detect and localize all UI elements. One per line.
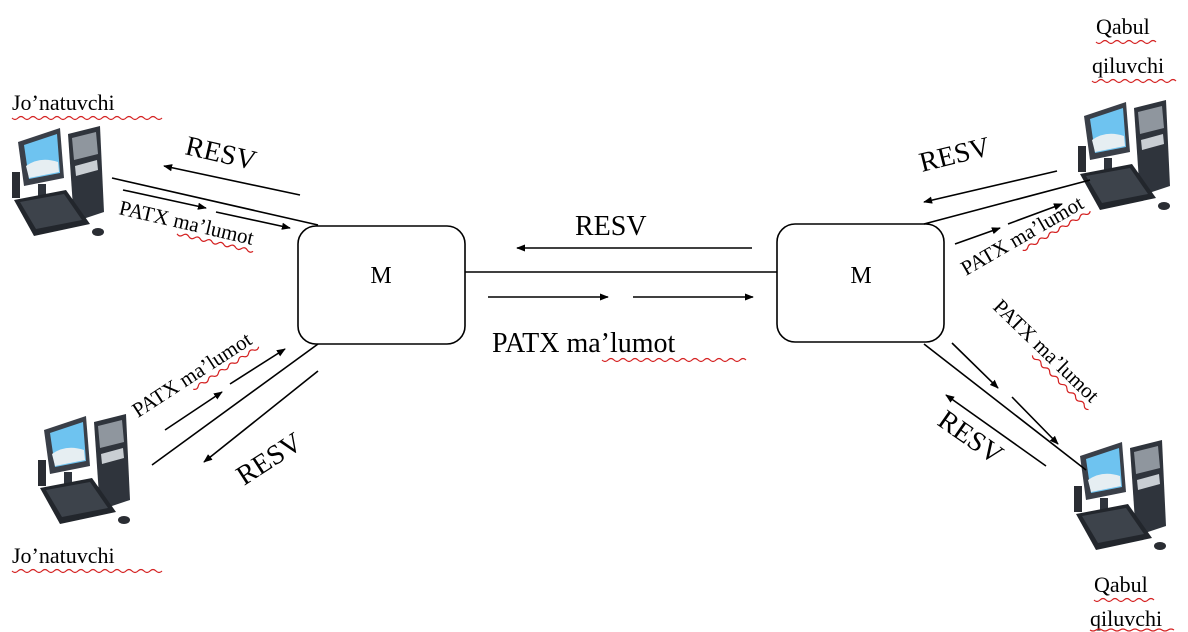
bottom-left-computer-icon — [38, 414, 130, 524]
bottom-right-data-label: PATX ma’lumot — [989, 294, 1105, 411]
bottom-right-receiver-label-line2: qiluvchi — [1090, 606, 1162, 631]
bottom-right-resv-label: RESV — [932, 404, 1008, 470]
bottom-right-resv-arrow — [945, 394, 1047, 467]
bottom-right-receiver-squiggle-1 — [1093, 597, 1155, 603]
bottom-left-link-line — [151, 343, 319, 466]
top-left-sender-label: Jo’natuvchi — [12, 90, 115, 115]
bottom-left-data-label: PATX ma’lumot — [128, 327, 260, 422]
top-left-resv-arrow — [163, 164, 301, 196]
top-left-link-line — [111, 177, 319, 226]
bottom-left-data-arrow-1 — [164, 391, 223, 431]
top-right-receiver-squiggle-1 — [1095, 39, 1157, 45]
bottom-left-sender-label: Jo’natuvchi — [12, 543, 115, 568]
top-right-receiver-squiggle-2 — [1091, 78, 1177, 84]
left-router-label: M — [370, 263, 391, 289]
top-right-data-arrow-1 — [954, 227, 1001, 245]
bottom-right-patx-text: PATX — [989, 294, 1042, 346]
center-data-label: PATX ma’lumot — [492, 328, 676, 359]
right-router-label: M — [850, 263, 871, 289]
svg-text:PATX ma’lumot: PATX ma’lumot — [128, 327, 257, 422]
bottom-left-resv-label: RESV — [231, 427, 308, 492]
top-right-resv-arrow — [923, 170, 1058, 204]
top-right-receiver-label-line1: Qabul — [1096, 14, 1150, 39]
right-router-box — [776, 223, 945, 343]
top-left-data-arrow-2 — [215, 211, 291, 230]
left-router-box — [297, 225, 466, 345]
top-right-resv-label: RESV — [916, 131, 993, 178]
bottom-left-data-arrow-2 — [229, 348, 286, 385]
bottom-right-data-arrow-1 — [951, 342, 999, 389]
bottom-left-malumot-text: ma’lumot — [174, 327, 256, 392]
bottom-right-link-line — [923, 343, 1087, 471]
top-right-link-line — [923, 179, 1091, 225]
bottom-left-resv-arrow — [203, 370, 319, 463]
bottom-right-receiver-squiggle-2 — [1089, 628, 1175, 632]
bottom-left-sender-squiggle — [11, 568, 163, 574]
bottom-right-malumot-text: ma’lumot — [1029, 333, 1105, 407]
top-right-receiver-label-line2: qiluvchi — [1092, 53, 1164, 78]
bottom-right-receiver-label-line1: Qabul — [1094, 572, 1148, 597]
bottom-left-patx-text: PATX — [128, 375, 184, 423]
center-resv-label: RESV — [575, 211, 647, 242]
bottom-right-computer-icon — [1074, 440, 1166, 550]
center-data-squiggle — [601, 357, 747, 363]
top-left-sender-squiggle — [11, 115, 163, 121]
top-right-computer-icon — [1078, 100, 1170, 210]
top-right-data-arrow-2 — [1007, 203, 1063, 225]
svg-text:PATX ma’lumot: PATX ma’lumot — [989, 294, 1105, 407]
top-left-data-arrow-1 — [122, 189, 207, 210]
bottom-right-data-arrow-2 — [1011, 396, 1059, 445]
top-left-resv-label: RESV — [182, 131, 259, 177]
top-left-computer-icon — [12, 126, 104, 236]
svg-text:PATX ma’lumot: PATX ma’lumot — [957, 191, 1088, 281]
top-left-patx-text: PATX — [117, 195, 172, 230]
